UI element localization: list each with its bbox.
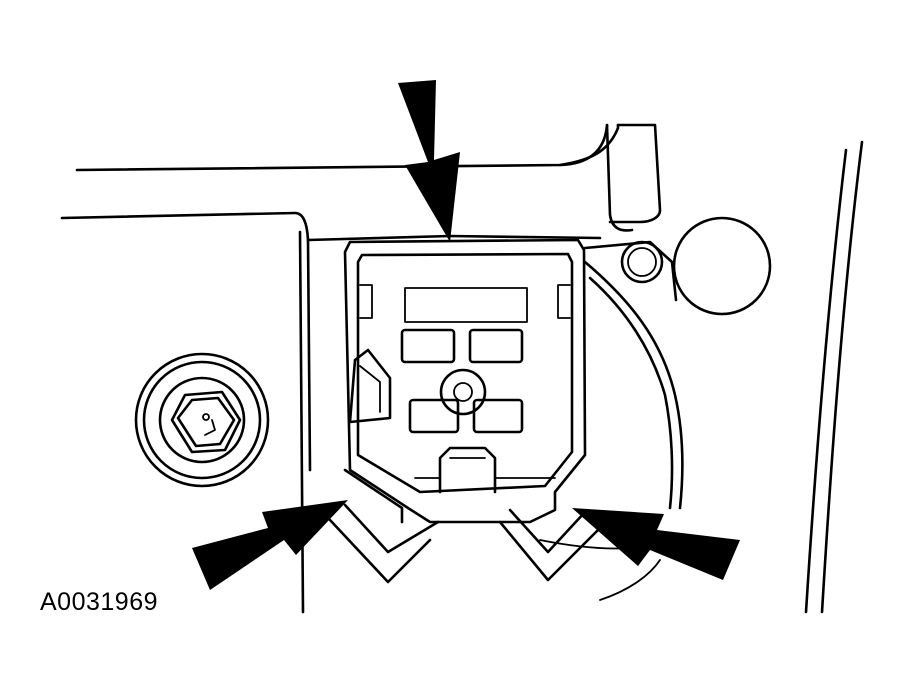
callout-arrow-left bbox=[192, 500, 348, 590]
callout-arrow-right bbox=[572, 508, 740, 580]
connector-body bbox=[343, 238, 587, 524]
lower-guides bbox=[328, 503, 602, 584]
callout-arrow-top bbox=[398, 80, 460, 242]
curved-bracket bbox=[539, 240, 684, 601]
round-socket bbox=[134, 352, 270, 488]
right-edges bbox=[804, 140, 864, 614]
round-knob bbox=[620, 216, 772, 316]
upper-panel bbox=[60, 123, 662, 242]
left-body bbox=[298, 230, 312, 614]
figure-id-label: A0031969 bbox=[40, 588, 159, 616]
